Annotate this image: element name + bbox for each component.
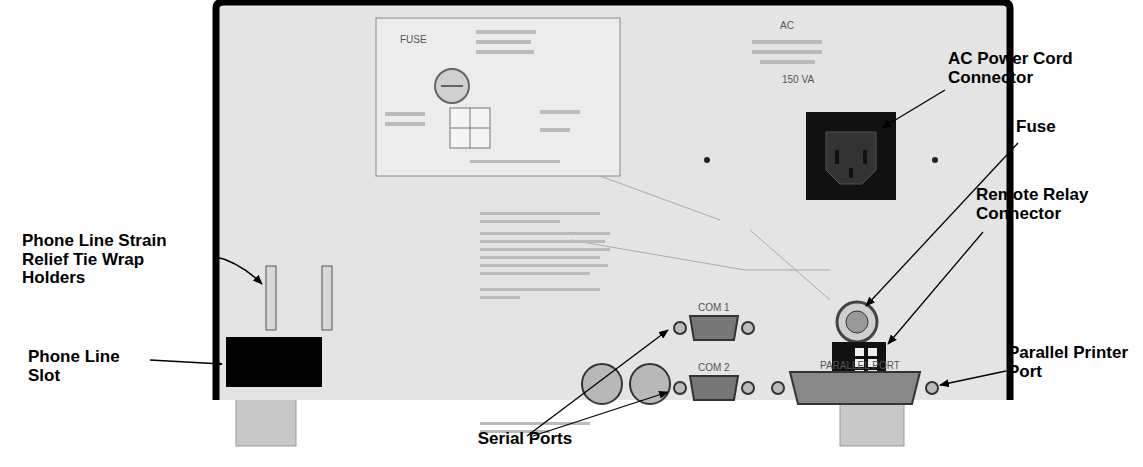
panel-print: 150 VA: [782, 74, 814, 85]
callout-label: Phone Line Slot: [28, 348, 148, 385]
panel-print: AC: [780, 20, 794, 31]
callout-label: AC Power Cord Connector: [948, 50, 1088, 87]
port-label: COM 1: [698, 302, 730, 313]
callout-label: Parallel Printer Port: [1008, 344, 1128, 381]
callout-label: Serial Ports: [470, 430, 580, 449]
panel-print: FUSE: [400, 34, 427, 45]
port-label: COM 2: [698, 362, 730, 373]
callout-label: Fuse: [1016, 118, 1076, 137]
callout-label: Remote Relay Connector: [976, 186, 1116, 223]
callout-label: Phone Line Strain Relief Tie Wrap Holder…: [22, 232, 212, 288]
port-label: PARALLEL PORT: [820, 360, 900, 371]
